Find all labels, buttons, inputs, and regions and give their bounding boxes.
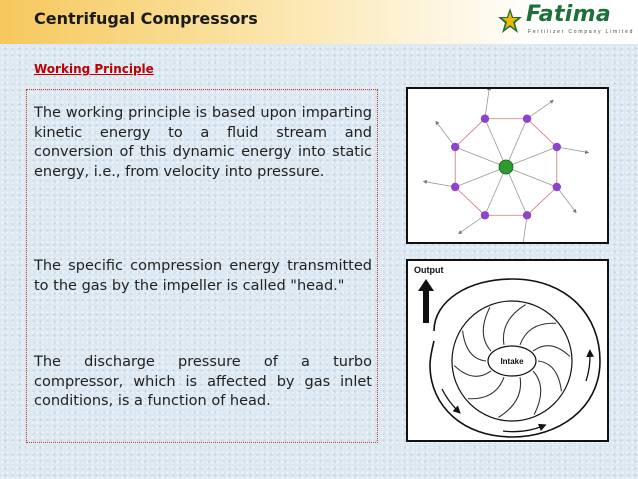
vane-node [480, 211, 490, 220]
velocity-vector [556, 186, 577, 214]
output-arrow-head [418, 279, 434, 291]
impeller-center [498, 159, 514, 175]
slide-title: Centrifugal Compressors [34, 9, 258, 28]
velocity-vector [484, 89, 491, 119]
impeller-blade [532, 345, 571, 357]
vane-node [450, 142, 460, 152]
impeller-blade [462, 330, 487, 362]
flow-arrow-left [441, 388, 461, 414]
velocity-vector [526, 99, 554, 120]
radial-vector [484, 118, 507, 168]
radial-vector [505, 146, 557, 168]
impeller-blade [532, 370, 542, 415]
velocity-vector [422, 180, 456, 188]
radial-vector [484, 166, 507, 216]
impeller-blade [537, 360, 562, 392]
vane-node [552, 142, 562, 152]
velocity-vector [522, 215, 528, 242]
radial-vector [505, 166, 528, 216]
impeller-blade [453, 365, 492, 377]
velocity-vector [435, 120, 456, 148]
compressor-casing-diagram: Output Intake [406, 259, 609, 442]
intake-hub [487, 345, 537, 377]
vector-diagram-svg [422, 89, 590, 242]
impeller-outer [451, 300, 573, 422]
text-frame [26, 89, 378, 443]
radial-vector [505, 166, 557, 188]
impeller-blade [498, 377, 522, 418]
paragraph-2: The specific compression energy transmit… [34, 258, 372, 294]
rim-segment [454, 186, 486, 216]
section-title: Working Principle [34, 62, 154, 76]
vane-node [552, 182, 562, 192]
volute-casing [429, 278, 601, 438]
flow-arrow-right [585, 349, 595, 382]
output-arrow-shaft [423, 289, 429, 323]
paragraph-1: The working principle is based upon impa… [34, 105, 372, 180]
impeller-blade [482, 307, 492, 352]
radial-vector [455, 146, 507, 168]
impeller-blade [519, 322, 557, 346]
impeller-blade [502, 304, 526, 345]
velocity-vector [458, 214, 486, 235]
vane-node [522, 211, 532, 220]
velocity-vector [556, 146, 590, 154]
logo-subtitle: Fertilizer Company Limited [528, 29, 635, 35]
paragraph-3: The discharge pressure of a turbo compre… [34, 354, 372, 409]
flow-arrow-bottom [502, 423, 547, 433]
vane-node [450, 182, 460, 192]
output-label: Output [414, 265, 444, 275]
radial-vector [505, 118, 528, 168]
rim-segment [526, 186, 558, 216]
impeller-blade [467, 376, 505, 400]
casing-diagram-svg: Output Intake [414, 265, 601, 438]
rim-segment [526, 118, 558, 148]
vane-node [522, 114, 532, 123]
vane-node [480, 114, 490, 123]
impeller-vector-diagram [406, 87, 609, 244]
logo-name: Fatima [526, 2, 611, 27]
star-leaf-logo-icon [498, 8, 522, 33]
company-logo: Fatima Fertilizer Company Limited [490, 2, 632, 40]
header-bar: Centrifugal Compressors Fatima Fertilize… [0, 0, 638, 44]
rim-segment [454, 118, 486, 148]
radial-vector [455, 166, 507, 188]
intake-label: Intake [500, 357, 524, 366]
